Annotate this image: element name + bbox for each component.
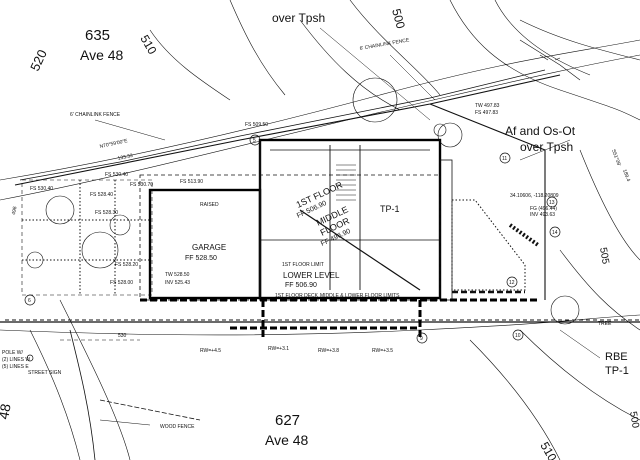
label-500-right: 500 <box>627 411 640 430</box>
tw-1-label: TW 497.83 <box>475 103 500 109</box>
label-520: 520 <box>27 47 50 73</box>
rw-3-label: RW=+3.8 <box>318 348 339 354</box>
tw-2-label: FS 497.83 <box>475 110 498 116</box>
callout-11: 11 <box>502 156 507 162</box>
street-features <box>26 39 581 460</box>
mid-lower-label: MIDDLE & LOWER FLOOR LIMITS <box>320 293 400 299</box>
lot-bottom-number: 627 <box>275 412 300 429</box>
retaining-wall <box>140 298 540 340</box>
garage-label: GARAGE <box>192 243 226 252</box>
wood-fence-label: WOOD FENCE <box>160 424 195 430</box>
street-sign-label: STREET SIGN <box>28 370 62 376</box>
coords-label: 34.10606, -118.20809 <box>510 193 559 199</box>
lower-ff-label: FF 506.90 <box>285 282 317 289</box>
label-510-bottom: 510 <box>537 440 559 460</box>
chainlink-fence-line <box>19 69 546 181</box>
callout-13: 13 <box>549 200 555 206</box>
lot-top-street: Ave 48 <box>80 47 124 63</box>
drain-pipe <box>508 223 540 247</box>
fs-8-label: FS 513.90 <box>180 179 203 185</box>
callout-10: 10 <box>515 333 521 339</box>
lot-bottom-street: Ave 48 <box>265 432 309 448</box>
af-os-ot: Af and Os-Ot <box>505 124 576 138</box>
over-tpsh-right: over Tpsh <box>520 140 573 154</box>
callouts: 13 14 11 12 10 9 5 6 <box>24 134 561 344</box>
fs-9-label: FS 509.50 <box>245 122 268 128</box>
callout-14: 14 <box>552 230 558 236</box>
callout-6: 6 <box>28 298 31 304</box>
over-tpsh-top: over Tpsh <box>272 11 325 25</box>
distance-label: 133.33 <box>117 153 133 162</box>
building-footprint <box>21 138 453 301</box>
fg-inv-2: INV 493.63 <box>530 212 555 218</box>
fs-4-label: FS 528.00 <box>110 280 133 286</box>
fs-7-label: FS 530.70 <box>130 182 153 188</box>
tw-3-label: TW 528.50 <box>165 272 190 278</box>
bearing-right-label: S51°09' <box>610 149 622 167</box>
rw-1-label: RW=+4.5 <box>200 348 221 354</box>
rbe-label: RBE <box>605 351 628 363</box>
label-510: 510 <box>137 33 159 58</box>
deck-label: 1ST FLOOR DECK <box>275 293 319 299</box>
garage-ff-label: FF 528.50 <box>185 255 217 262</box>
chainlink-left-label: 6' CHAINLINK FENCE <box>70 112 121 118</box>
trees <box>26 77 580 325</box>
planter-hatch <box>451 199 526 294</box>
lot-top-number: 635 <box>85 27 110 44</box>
label-505: 505 <box>597 247 611 266</box>
left-498-label: 498 <box>11 206 18 215</box>
label-48: 48 <box>0 402 14 420</box>
tp-label: TP-1 <box>380 204 400 214</box>
callout-5: 5 <box>253 138 256 144</box>
lines-label: (2) LINES W <box>2 357 30 363</box>
rbe-tp-label: TP-1 <box>605 365 629 377</box>
fs-3-label: FS 528.20 <box>115 262 138 268</box>
lines2-label: (5) LINES E <box>2 364 29 370</box>
lower-level-label: LOWER LEVEL <box>283 271 340 280</box>
bot-530-label: 530 <box>118 333 127 339</box>
raised-label: RAISED <box>200 202 219 208</box>
callout-9: 9 <box>420 336 423 342</box>
rw-2-label: RW=+3.1 <box>268 346 289 352</box>
distance-right-label: 189.4 <box>621 169 631 183</box>
floor-limit-label: 1ST FLOOR LIMIT <box>282 262 324 268</box>
fs-5-label: FS 530.40 <box>30 186 53 192</box>
fs-1-label: FS 528.40 <box>90 192 113 198</box>
fs-6-label: FS 530.40 <box>105 172 128 178</box>
inv-1-label: INV 525.43 <box>165 280 190 286</box>
bearing-label: N70°59'00"E <box>99 138 129 150</box>
rw-4-label: RW=+3.5 <box>372 348 393 354</box>
callout-12: 12 <box>509 280 515 286</box>
leader-lines <box>94 27 601 426</box>
label-500-top: 500 <box>389 7 408 30</box>
fs-2-label: FS 528.30 <box>95 210 118 216</box>
fg-inv-1: FG (496.44) <box>530 206 557 212</box>
pole-label: POLE W/ <box>2 350 23 356</box>
tree-label: TREE <box>598 321 612 327</box>
